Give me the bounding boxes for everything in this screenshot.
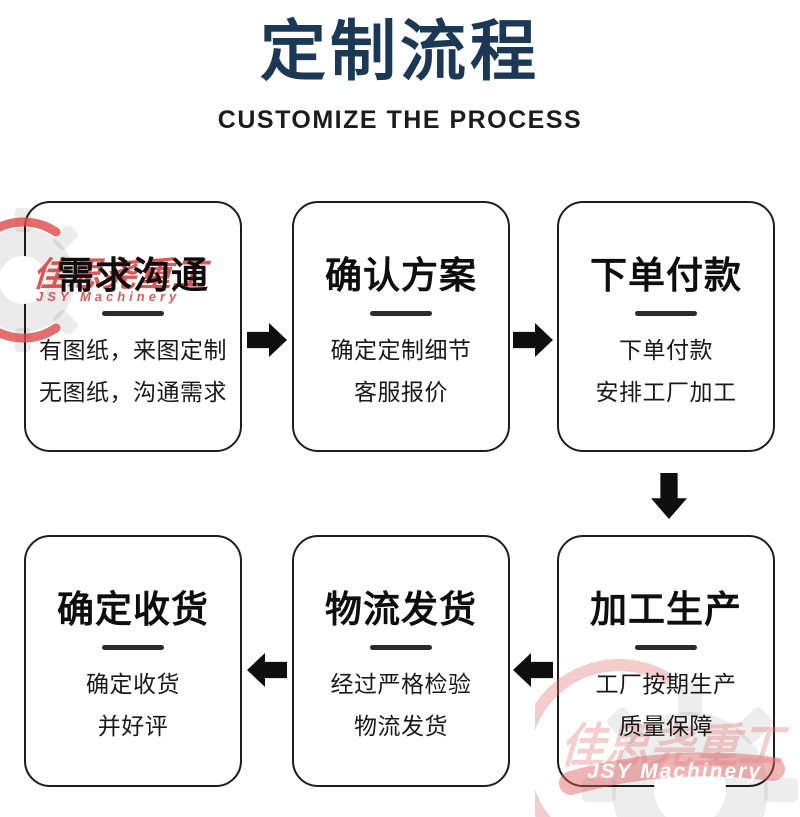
step-title: 物流发货	[325, 589, 477, 630]
step-line: 工厂按期生产	[595, 670, 737, 697]
step-box-shipping: 物流发货 经过严格检验 物流发货	[292, 535, 510, 787]
step-divider	[102, 644, 164, 650]
arrow-left-icon	[247, 653, 287, 687]
step-box-requirements: 需求沟通 有图纸，来图定制 无图纸，沟通需求	[24, 201, 242, 452]
step-title: 确认方案	[325, 255, 477, 296]
step-line: 确定收货	[86, 670, 180, 697]
step-divider	[635, 310, 697, 316]
step-line: 无图纸，沟通需求	[39, 379, 227, 406]
step-line: 并好评	[97, 713, 169, 740]
step-divider	[102, 310, 164, 316]
step-box-receipt: 确定收货 确定收货 并好评	[24, 535, 242, 787]
step-divider	[370, 644, 432, 650]
step-line: 客服报价	[354, 379, 448, 406]
page-subtitle: CUSTOMIZE THE PROCESS	[217, 106, 583, 134]
step-title: 需求沟通	[57, 255, 209, 296]
step-line: 确定定制细节	[330, 336, 472, 363]
arrow-down-icon	[651, 473, 687, 519]
step-line: 质量保障	[619, 713, 713, 740]
step-line: 下单付款	[619, 336, 713, 363]
arrow-right-icon	[247, 323, 287, 357]
step-line: 安排工厂加工	[595, 379, 737, 406]
step-line: 经过严格检验	[330, 670, 472, 697]
step-box-processing: 加工生产 工厂按期生产 质量保障	[557, 535, 775, 787]
step-divider	[370, 310, 432, 316]
step-box-order-payment: 下单付款 下单付款 安排工厂加工	[557, 201, 775, 452]
step-title: 确定收货	[57, 589, 209, 630]
arrow-right-icon	[513, 323, 553, 357]
step-line: 物流发货	[354, 713, 448, 740]
step-line: 有图纸，来图定制	[39, 336, 227, 363]
step-title: 加工生产	[590, 589, 742, 630]
step-divider	[635, 644, 697, 650]
step-title: 下单付款	[590, 255, 742, 296]
step-box-confirm-plan: 确认方案 确定定制细节 客服报价	[292, 201, 510, 452]
page-title: 定制流程	[260, 14, 540, 88]
arrow-left-icon	[513, 653, 553, 687]
